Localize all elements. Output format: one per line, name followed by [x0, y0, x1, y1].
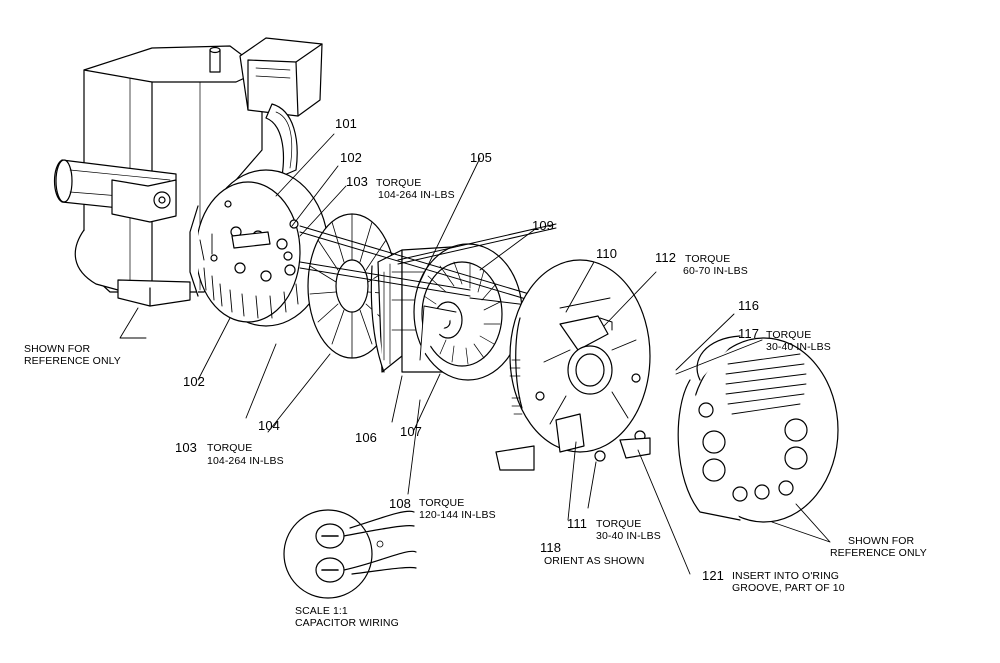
- part-118-note: ORIENT AS SHOWN: [544, 555, 645, 567]
- part-112-label: 112: [655, 250, 677, 265]
- part-117-value: 30-40 IN-LBS: [766, 341, 831, 353]
- capacitor-wiring-detail: [283, 509, 417, 599]
- part-108-label: 108: [389, 496, 411, 511]
- part-106-label: 106: [355, 430, 377, 445]
- part-103-top-label: 103: [346, 174, 368, 189]
- part-112-torque: TORQUE: [685, 253, 731, 265]
- reference-note-right-1: SHOWN FOR: [848, 535, 915, 547]
- part-121-note-1: INSERT INTO O'RING: [732, 570, 840, 582]
- part-108-torque: TORQUE: [419, 497, 465, 509]
- part-121-label: 121: [702, 568, 724, 583]
- part-111-value: 30-40 IN-LBS: [596, 530, 661, 542]
- part-121-note-2: GROOVE, PART OF 10: [732, 582, 845, 594]
- part-103-bottom-torque: TORQUE: [207, 442, 253, 454]
- leader-lines: [119, 133, 831, 575]
- part-104-label: 104: [258, 418, 280, 433]
- scale-note: SCALE 1:1: [295, 605, 348, 617]
- end-bell-110: [495, 259, 651, 471]
- part-110-label: 110: [596, 246, 618, 261]
- part-103-bottom-value: 104-264 IN-LBS: [207, 455, 284, 467]
- part-117-label: 117: [738, 326, 760, 341]
- part-107-label: 107: [400, 424, 422, 439]
- part-101-label: 101: [335, 116, 357, 131]
- reference-note-left-1: SHOWN FOR: [24, 343, 91, 355]
- engine-reference: [53, 37, 323, 307]
- reference-note-right-2: REFERENCE ONLY: [830, 547, 927, 559]
- part-105-label: 105: [470, 150, 492, 165]
- part-118-label: 118: [540, 540, 562, 555]
- capacitor-wiring-caption: CAPACITOR WIRING: [295, 617, 399, 629]
- rotor-105: [413, 243, 523, 381]
- part-116-label: 116: [738, 298, 760, 313]
- outlet-panel-reference: [677, 335, 839, 523]
- part-102-top-label: 102: [340, 150, 362, 165]
- part-112-value: 60-70 IN-LBS: [683, 265, 748, 277]
- part-103-top-torque: TORQUE: [376, 177, 422, 189]
- part-102-bottom-label: 102: [183, 374, 205, 389]
- adapter-housing-101: [189, 169, 329, 327]
- part-111-torque: TORQUE: [596, 518, 642, 530]
- part-117-torque: TORQUE: [766, 329, 812, 341]
- part-103-bottom-label: 103: [175, 440, 197, 455]
- part-108-value: 120-144 IN-LBS: [419, 509, 496, 521]
- part-109-label: 109: [532, 218, 554, 233]
- part-111-label: 111: [567, 516, 588, 531]
- part-103-top-value: 104-264 IN-LBS: [378, 189, 455, 201]
- reference-note-left-2: REFERENCE ONLY: [24, 355, 121, 367]
